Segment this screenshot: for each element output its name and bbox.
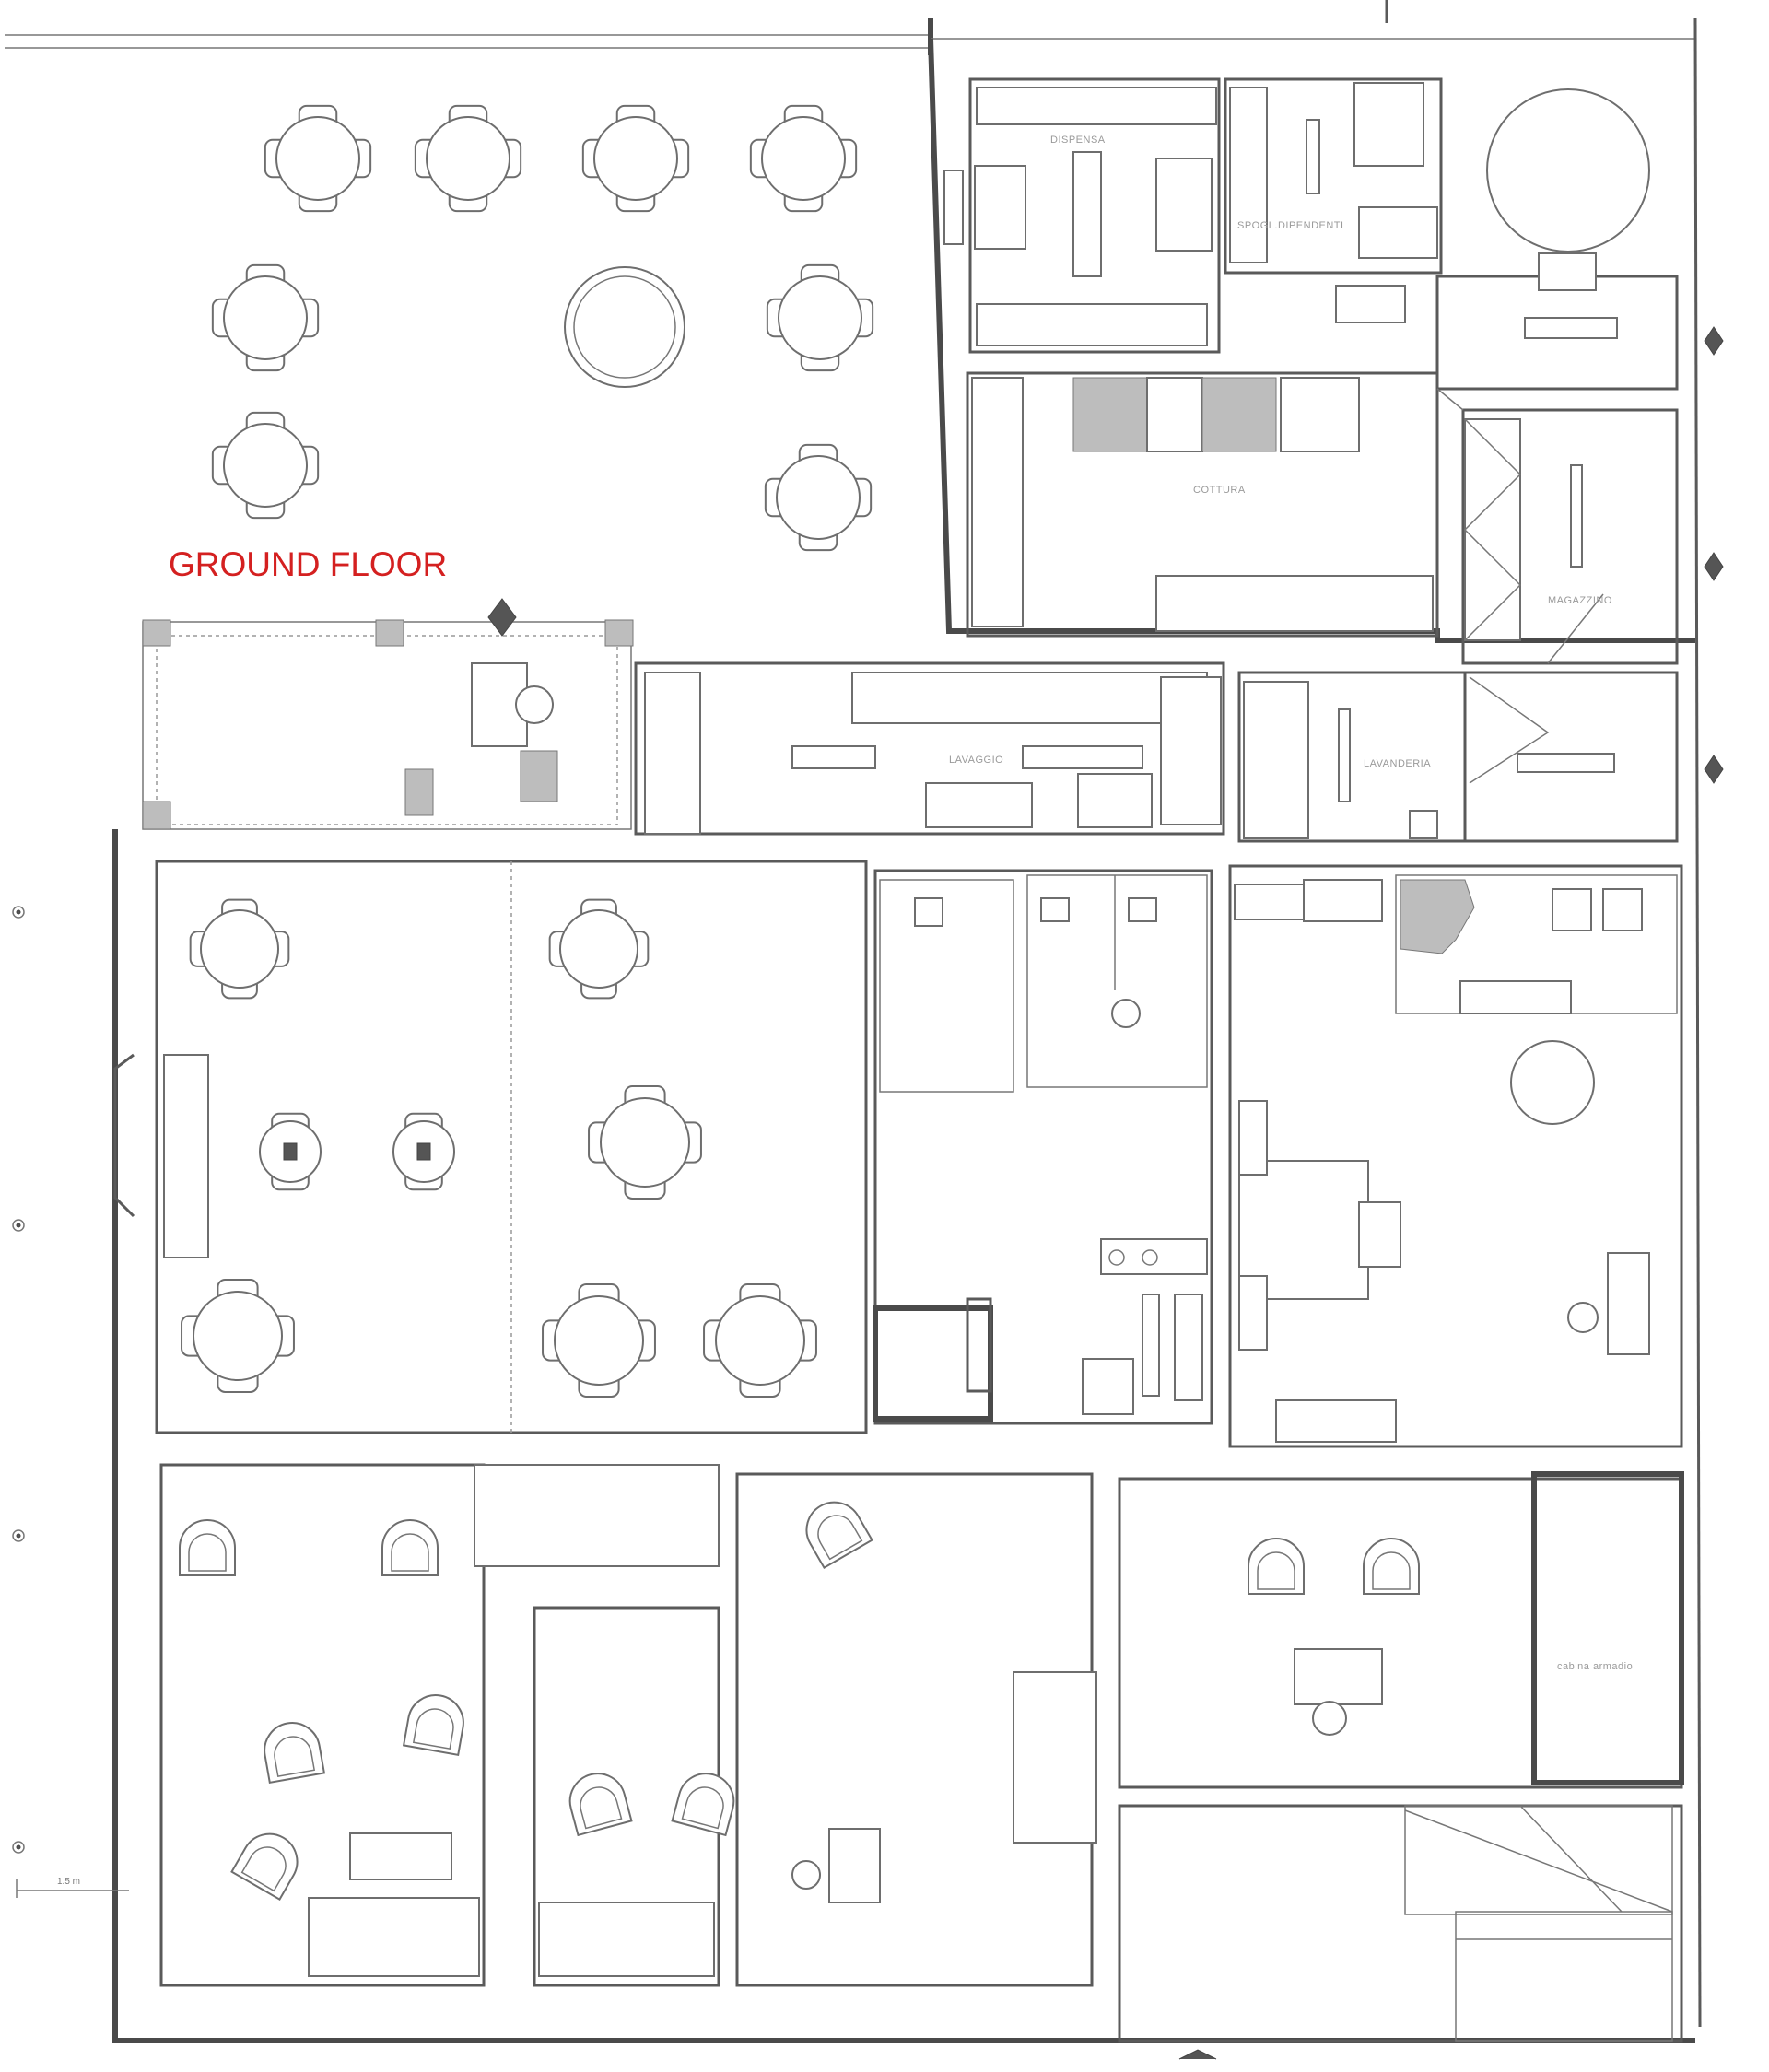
armchair (179, 1519, 236, 1576)
armchair (805, 1501, 873, 1570)
floor-title: GROUND FLOOR (169, 545, 447, 583)
entrance-markers (487, 326, 1724, 2060)
armchair (381, 1519, 439, 1576)
laundry-label: LAVANDERIA (1364, 758, 1431, 769)
pantry-label: DISPENSA (1050, 135, 1106, 146)
dining-tables (181, 898, 817, 1398)
terrace-table (581, 104, 690, 213)
closet-label: cabina armadio (1557, 1661, 1633, 1672)
staff-changing-label: SPOGL.DIPENDENTI (1237, 220, 1344, 231)
dining-table (181, 1279, 295, 1393)
bathroom-core (873, 869, 1213, 1425)
dining-table-2 (392, 1112, 455, 1191)
service-wing: DISPENSA SPOGL.DIPENDENTI COTTURA MAGAZZ… (928, 38, 1695, 665)
armchair (1363, 1538, 1420, 1595)
reference-markers (12, 906, 25, 1854)
dining-table (588, 1085, 702, 1200)
warehouse-label: MAGAZZINO (1548, 595, 1612, 606)
armchair (402, 1694, 464, 1756)
terrace-table (764, 443, 873, 552)
dining-table (189, 898, 290, 1000)
dining-table-2 (259, 1112, 322, 1191)
armchair (230, 1832, 299, 1902)
scale-label: 1.5 m (57, 1877, 80, 1887)
terrace-tables (211, 104, 874, 552)
washing-label: LAVAGGIO (949, 755, 1003, 766)
round-table (564, 266, 685, 388)
dining-table (703, 1283, 817, 1398)
armchair (568, 1773, 633, 1837)
dining-table (542, 1283, 656, 1398)
terrace-table (211, 411, 320, 520)
terrace-table (766, 263, 874, 372)
terrace-table (414, 104, 522, 213)
scale-bar: 1.5 m (16, 1877, 129, 1898)
lounges: cabina armadio (159, 1463, 1684, 2043)
terrace-table (749, 104, 858, 213)
kitchen-label: COTTURA (1193, 485, 1246, 496)
armchair (1248, 1538, 1305, 1595)
armchair (264, 1722, 326, 1784)
terrace-table (264, 104, 372, 213)
suite (1228, 864, 1683, 1448)
terrace-table (211, 263, 320, 372)
dining-table (548, 898, 650, 1000)
armchair (671, 1773, 735, 1837)
washing-band: LAVAGGIO LAVANDERIA (142, 619, 1679, 843)
armchairs (179, 1501, 1420, 1902)
site-boundary (5, 0, 1702, 2028)
